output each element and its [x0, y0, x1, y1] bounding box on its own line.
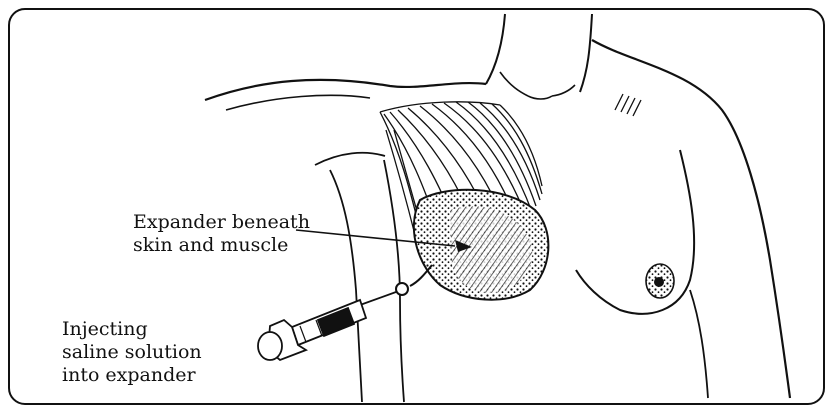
left-clavicle — [500, 72, 528, 96]
left-arm-lower-line — [330, 170, 362, 402]
sternal-notch — [528, 96, 552, 99]
right-shoulder-outline — [592, 40, 790, 398]
left-arm-outline — [315, 153, 385, 165]
syringe-plunger-end — [258, 332, 282, 360]
neck-left-line — [486, 14, 505, 84]
right-clavicle — [552, 85, 575, 96]
expander-label: Expander beneath skin and muscle — [133, 211, 310, 257]
expander-label-line-1: Expander beneath — [133, 211, 310, 234]
right-breast-outline — [576, 150, 694, 314]
fill-tube — [410, 265, 432, 286]
left-torso-line — [384, 160, 404, 402]
syringe — [258, 292, 396, 360]
left-shoulder-outline — [205, 80, 486, 100]
right-side-torso-line — [690, 290, 708, 398]
injecting-label: Injecting saline solution into expander — [62, 318, 202, 387]
expander-label-line-2: skin and muscle — [133, 234, 310, 257]
injecting-label-line-1: Injecting — [62, 318, 202, 341]
injecting-label-line-3: into expander — [62, 364, 202, 387]
neck-right-line — [580, 14, 592, 92]
injection-port — [396, 283, 408, 295]
injecting-label-line-2: saline solution — [62, 341, 202, 364]
left-arm-inner-line — [226, 95, 370, 110]
